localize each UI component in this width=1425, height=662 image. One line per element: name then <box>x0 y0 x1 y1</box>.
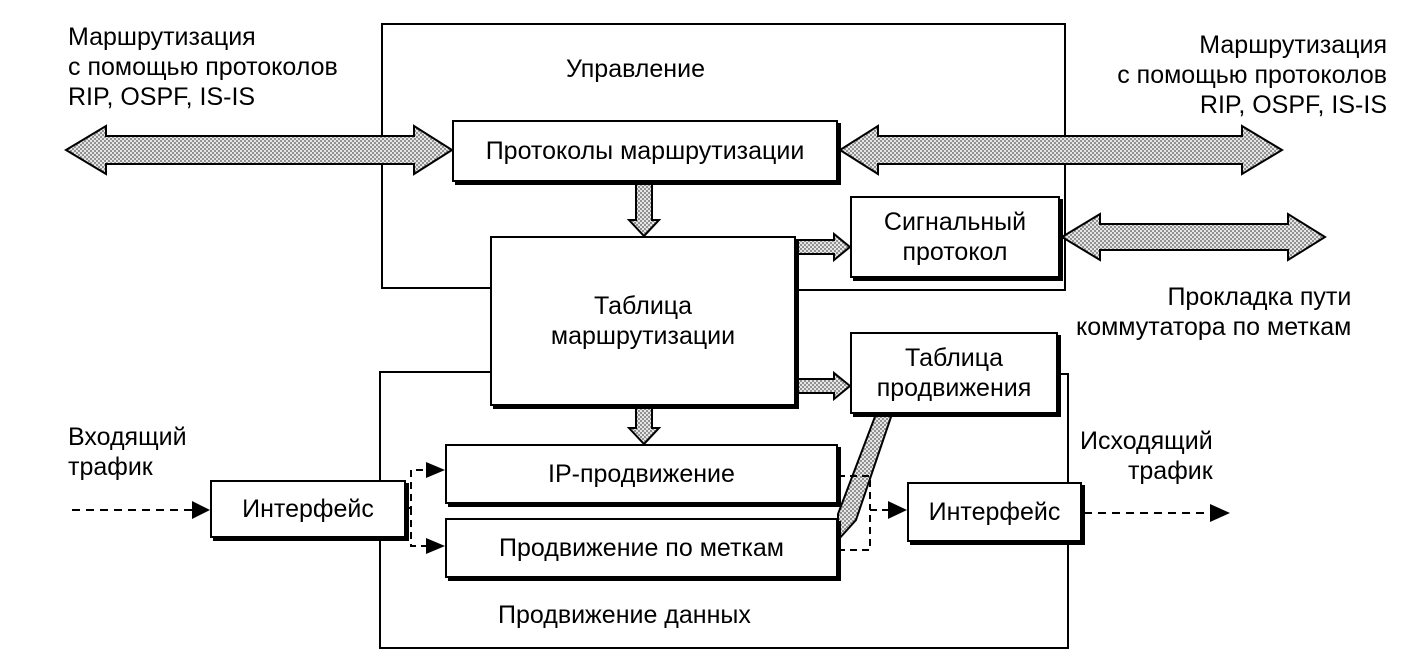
routing-protocols-text: Протоколы маршрутизации <box>485 137 805 165</box>
forwarding-table-text: Таблица продвижения <box>876 344 1032 402</box>
routing-right-label: Маршрутизация с помощью протоколов RIP, … <box>1117 30 1387 120</box>
outgoing-traffic-arrowhead <box>1210 504 1230 522</box>
interface-in-text: Интерфейс <box>242 495 374 523</box>
incoming-traffic-line1: Входящий <box>68 423 187 451</box>
outgoing-traffic-line1: Исходящий <box>1080 427 1213 455</box>
outgoing-traffic-line2: трафик <box>1127 457 1213 485</box>
incoming-traffic-line2: трафик <box>68 453 153 481</box>
routing-left-line2: с помощью протоколов <box>68 53 338 81</box>
incoming-traffic-label: Входящий трафик <box>68 422 187 482</box>
routing-left-line3: RIP, OSPF, IS-IS <box>68 83 256 111</box>
arrow-table-to-ip-forwarding <box>626 405 662 446</box>
forwarding-dashed-merge-upper <box>838 475 871 510</box>
data-plane-title: Продвижение данных <box>498 601 751 629</box>
arrow-table-to-forwarding <box>795 370 852 402</box>
ip-forwarding-text: IP-продвижение <box>548 460 735 488</box>
routing-left-label: Маршрутизация с помощью протоколов RIP, … <box>68 22 338 112</box>
routing-protocols-box: Протоколы маршрутизации <box>452 120 838 182</box>
interface-out-box: Интерфейс <box>907 482 1082 542</box>
interface-out-text: Интерфейс <box>928 498 1061 526</box>
ip-forwarding-box: IP-продвижение <box>445 444 838 504</box>
incoming-traffic-arrowhead <box>192 501 210 519</box>
arrowhead-to-label-forwarding <box>426 538 445 554</box>
outgoing-traffic-label: Исходящий трафик <box>1080 426 1213 486</box>
path-setup-line2: коммутатора по меткам <box>1076 313 1352 341</box>
path-setup-line1: Прокладка пути <box>1167 283 1352 311</box>
data-plane-frame <box>379 371 1069 649</box>
label-forwarding-box: Продвижение по меткам <box>445 518 838 578</box>
label-forwarding-text: Продвижение по меткам <box>499 534 784 562</box>
routing-right-double-arrow <box>838 124 1284 176</box>
arrow-table-to-signaling <box>795 231 852 263</box>
routing-left-line1: Маршрутизация <box>68 23 256 51</box>
interface-in-box: Интерфейс <box>210 480 406 538</box>
arrow-protocols-to-table <box>626 181 662 238</box>
arrowhead-to-ip-forwarding <box>426 462 445 478</box>
signaling-protocol-text: Сигнальный протокол <box>883 208 1027 266</box>
interface-in-dashed-branch <box>406 469 428 509</box>
routing-left-double-arrow <box>64 124 454 176</box>
forwarding-table-box: Таблица продвижения <box>850 332 1058 414</box>
interface-in-dashed-branch-lower <box>410 508 428 547</box>
arrowhead-to-interface-out <box>888 501 907 519</box>
signaling-protocol-box: Сигнальный протокол <box>850 196 1060 278</box>
path-setup-label: Прокладка пути коммутатора по меткам <box>1076 282 1351 342</box>
forwarding-dashed-merge-lower <box>838 509 890 551</box>
routing-right-line3: RIP, OSPF, IS-IS <box>1199 91 1387 119</box>
routing-table-box: Таблица маршрутизации <box>490 236 796 406</box>
routing-table-text: Таблица маршрутизации <box>550 292 736 350</box>
path-setup-double-arrow <box>1060 212 1327 262</box>
routing-right-line2: с помощью протоколов <box>1117 61 1387 89</box>
control-plane-title: Управление <box>566 55 705 83</box>
routing-right-line1: Маршрутизация <box>1199 31 1387 59</box>
